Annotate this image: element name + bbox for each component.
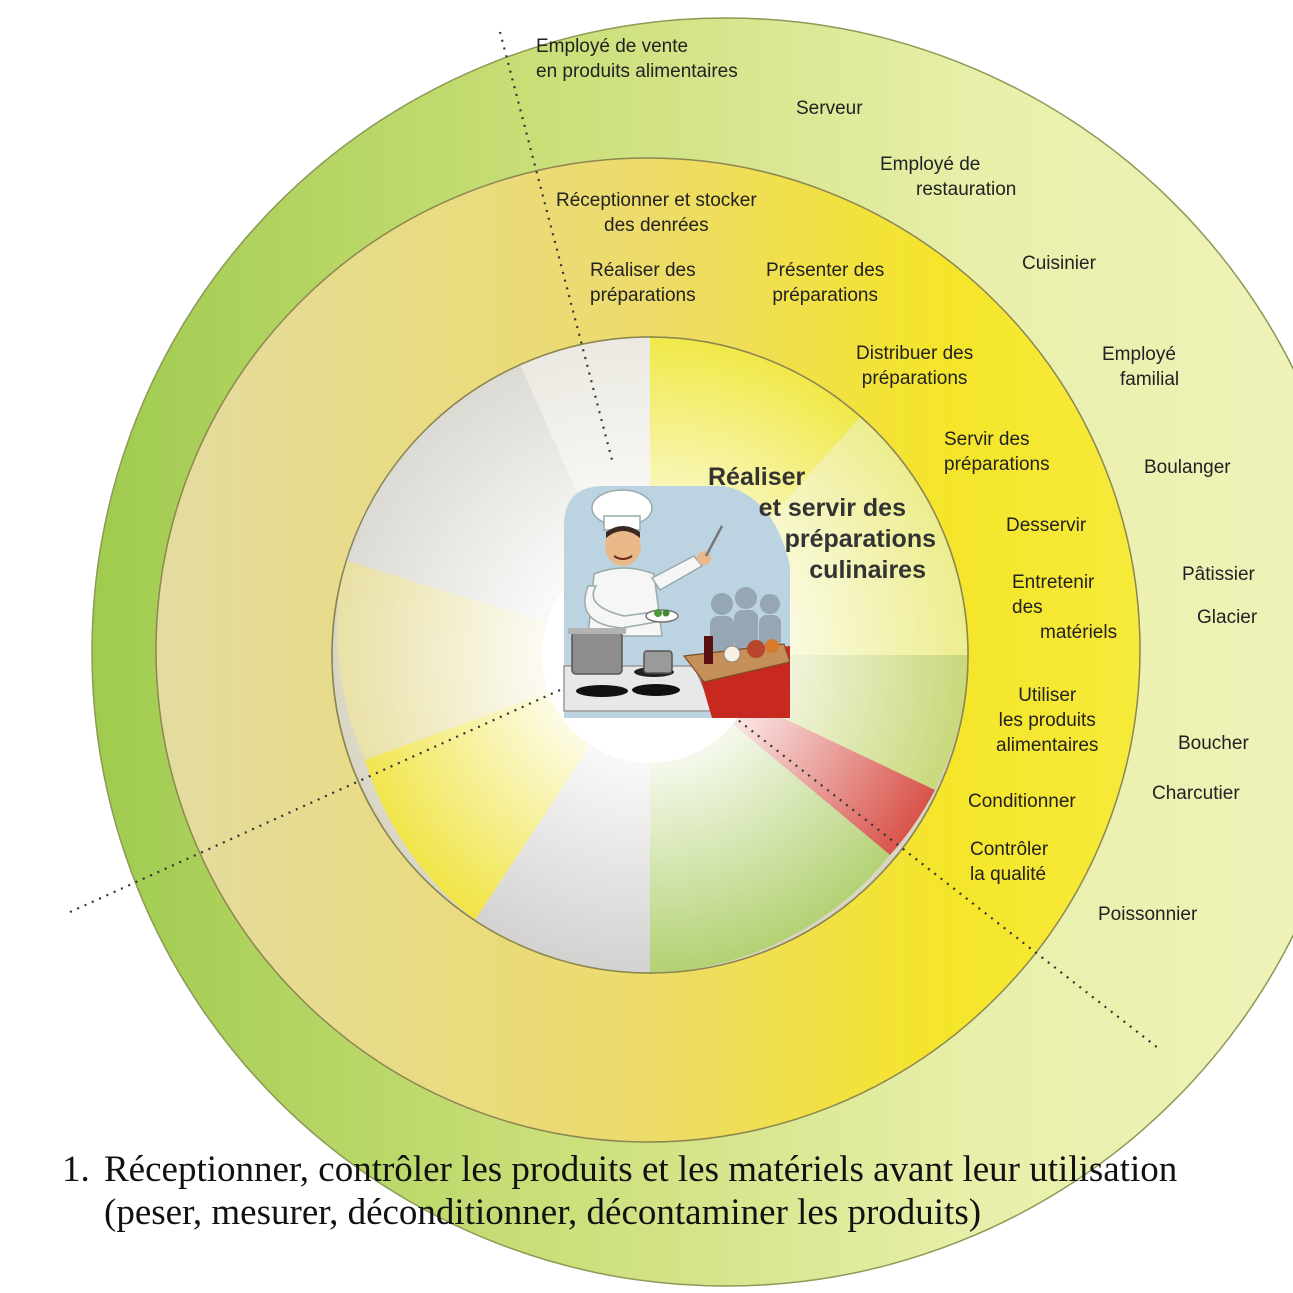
activity-label-line: Contrôler <box>970 839 1049 860</box>
dotted-dividers <box>69 31 1159 1049</box>
activity-label-line: les produits <box>998 710 1096 731</box>
center-title-line: et servir des <box>758 494 906 522</box>
job-label: Cuisinier <box>1022 251 1096 276</box>
activity-label-line: Desservir <box>1006 515 1087 536</box>
activity-label-line: préparations <box>590 285 696 306</box>
center-title: Réaliser <box>700 462 906 493</box>
caption-number: 1. <box>62 1149 90 1190</box>
job-label: Charcutier <box>1152 781 1240 806</box>
center-title: et servir des <box>700 493 906 524</box>
activity-label-line: Distribuer des <box>856 343 974 364</box>
activity-label-line: Réaliser des <box>590 260 696 281</box>
job-label: Glacier <box>1197 605 1257 630</box>
activity-label-line: Réceptionner et stocker <box>556 190 757 211</box>
activity-label-line: Entretenir <box>1012 572 1095 593</box>
job-label: Poissonnier <box>1098 902 1197 927</box>
job-label-line: en produits alimentaires <box>536 61 738 82</box>
center-title-line: culinaires <box>809 556 926 584</box>
center-title: préparations <box>700 524 936 555</box>
activity-label-line: matériels <box>1040 622 1118 643</box>
center-title-line: Réaliser <box>708 463 806 491</box>
activity-label-line: alimentaires <box>996 735 1099 756</box>
job-label-line: Boulanger <box>1144 457 1231 478</box>
job-label-line: Employé <box>1102 344 1176 365</box>
job-label: Boulanger <box>1144 455 1231 480</box>
activity-label: Servir des préparations <box>944 427 1050 477</box>
activity-label-line: Présenter des <box>766 260 885 281</box>
job-label: Employé familial <box>1102 342 1179 392</box>
activity-label-line: la qualité <box>970 864 1047 885</box>
activity-label: Entretenir des matériels <box>1012 570 1117 645</box>
activity-label-line: préparations <box>772 285 878 306</box>
job-label-line: Serveur <box>796 98 863 119</box>
job-label-line: familial <box>1120 369 1180 390</box>
chef-cooking-illustration <box>563 486 790 718</box>
job-label: Serveur <box>796 96 863 121</box>
job-label-line: Boucher <box>1178 733 1249 754</box>
job-label: Boucher <box>1178 731 1249 756</box>
job-label-line: Employé de vente <box>536 36 689 57</box>
activity-label: Utiliser les produits alimentaires <box>996 683 1098 758</box>
activity-label-line: des denrées <box>604 215 709 236</box>
activity-label: Conditionner <box>968 789 1076 814</box>
job-label-line: Cuisinier <box>1022 253 1096 274</box>
caption-list-item: 1. Réceptionner, contrôler les produits … <box>62 1148 1242 1234</box>
activity-label-line: Servir des <box>944 429 1030 450</box>
job-label-line: restauration <box>916 179 1017 200</box>
job-label: Pâtissier <box>1182 562 1255 587</box>
job-label: Employé de restauration <box>880 152 1016 202</box>
serving-counter <box>682 636 790 718</box>
inner-ring <box>331 336 969 974</box>
job-label-line: Employé de <box>880 154 981 175</box>
job-label-line: Charcutier <box>1152 783 1240 804</box>
activity-label: Réceptionner et stocker des denrées <box>556 188 757 238</box>
job-label-line: Pâtissier <box>1182 564 1255 585</box>
activity-label-line: des <box>1012 597 1043 618</box>
activity-label: Desservir <box>1006 513 1086 538</box>
job-label-line: Poissonnier <box>1098 904 1198 925</box>
activity-label: Contrôler la qualité <box>970 837 1048 887</box>
activity-label: Réaliser des préparations <box>590 258 696 308</box>
activity-label-line: Conditionner <box>968 791 1076 812</box>
center-title: culinaires <box>700 555 926 586</box>
center-title-line: préparations <box>784 525 936 553</box>
activity-label-line: Utiliser <box>1018 685 1077 706</box>
activity-label: Présenter des préparations <box>766 258 884 308</box>
job-label-line: Glacier <box>1197 607 1258 628</box>
chef-figure <box>584 489 724 637</box>
caption-text: Réceptionner, contrôler les produits et … <box>104 1149 1178 1233</box>
activity-label: Distribuer des préparations <box>856 341 973 391</box>
customer-silhouettes <box>710 587 781 656</box>
job-label: Employé de vente en produits alimentaire… <box>536 34 738 84</box>
activity-label-line: préparations <box>861 368 968 389</box>
stove <box>563 628 716 712</box>
activity-label-line: préparations <box>944 454 1050 475</box>
